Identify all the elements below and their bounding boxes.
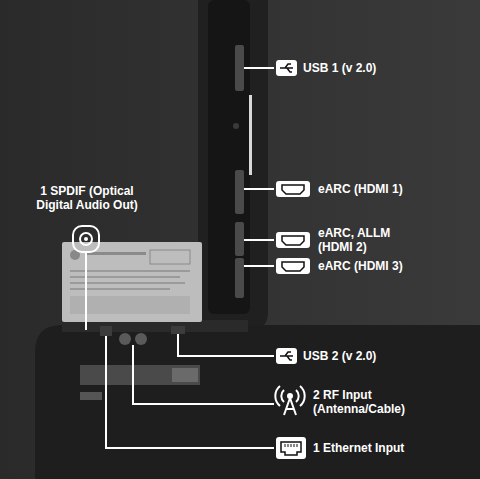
sticker-print	[86, 252, 146, 255]
small-sticker	[172, 368, 198, 382]
leader-line	[244, 265, 274, 267]
port-label: USB 2 (v 2.0)	[303, 349, 376, 363]
sticker-print	[70, 270, 190, 272]
port-label: eARC, ALLM (HDMI 2)	[318, 226, 402, 254]
leader-line	[106, 336, 274, 448]
rating-sticker	[62, 242, 202, 322]
usb-icon	[276, 348, 297, 364]
ethernet-icon	[276, 437, 306, 459]
hdmi-port	[235, 170, 244, 214]
sticker-print	[70, 282, 185, 284]
column-trim	[249, 95, 252, 175]
leader-line	[244, 67, 274, 69]
rf-port	[119, 333, 131, 345]
hdmi-icon	[276, 258, 310, 274]
port-label: eARC (HDMI 1)	[318, 182, 403, 196]
usb-icon	[276, 60, 297, 76]
hdmi-port	[235, 258, 244, 298]
leader-line	[85, 253, 87, 330]
antenna-icon	[275, 386, 304, 415]
hdmi-logo-mark	[80, 392, 102, 400]
rf-port	[135, 333, 147, 345]
small-sticker	[80, 365, 200, 385]
port-strip	[208, 0, 250, 314]
sticker-print	[150, 250, 190, 264]
usb-port	[235, 45, 244, 91]
port-column	[198, 0, 268, 330]
leader-line	[133, 345, 274, 404]
leader-line	[244, 239, 274, 241]
sticker-print	[70, 296, 190, 314]
port-label: 2 RF Input (Antenna/Cable)	[313, 388, 421, 416]
audio-port-label: 1 SPDIF (Optical Digital Audio Out)	[26, 184, 148, 212]
leader-line	[178, 334, 274, 356]
leader-lines	[86, 68, 274, 448]
hdmi-icon	[276, 181, 310, 197]
screw	[233, 123, 239, 129]
lower-housing	[35, 325, 480, 479]
hdmi-port	[235, 222, 244, 256]
optical-icon	[73, 226, 99, 252]
ethernet-port	[100, 326, 112, 336]
hdmi-icon	[276, 232, 310, 248]
usb-port	[171, 326, 185, 334]
leader-line	[244, 188, 274, 190]
port-label: eARC (HDMI 3)	[318, 259, 403, 273]
port-label: USB 1 (v 2.0)	[303, 61, 376, 75]
port-label: 1 Ethernet Input	[313, 441, 404, 455]
